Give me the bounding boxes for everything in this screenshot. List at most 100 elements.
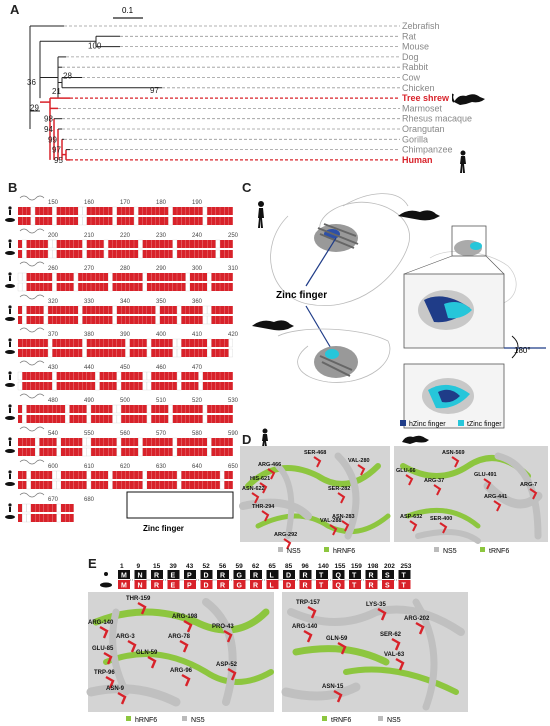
- alignment-cell: [48, 306, 53, 314]
- alignment-cell: [220, 339, 225, 347]
- alignment-cell: [147, 207, 152, 215]
- alignment-cell: [211, 240, 216, 248]
- ruler-number: 420: [228, 332, 239, 338]
- alignment-cell: [112, 349, 117, 357]
- alignment-cell: [121, 217, 126, 225]
- alignment-cell: [198, 217, 203, 225]
- legend-label: NS5: [191, 717, 205, 724]
- alignment-cell: [155, 438, 160, 446]
- human-icon-b-body: [9, 276, 11, 281]
- alignment-cell: [95, 283, 100, 291]
- alignment-cell: [39, 349, 44, 357]
- alignment-cell: [73, 282, 79, 292]
- alignment-cell: [30, 206, 36, 216]
- alignment-cell: [151, 273, 156, 281]
- alignment-cell: [39, 438, 44, 446]
- alignment-cell: [142, 339, 147, 347]
- ruler-number: 250: [228, 233, 239, 239]
- secondary-structure-helix: [19, 195, 45, 201]
- alignment-cell: [207, 437, 212, 447]
- ruler-number: 280: [120, 266, 131, 272]
- alignment-cell: [99, 306, 104, 314]
- alignment-cell: [116, 447, 122, 457]
- panel-label-a: A: [10, 2, 20, 17]
- ruler-number: 470: [192, 365, 203, 371]
- alignment-cell: [112, 414, 117, 424]
- alignment-cell: [129, 273, 134, 281]
- alignment-cell: [198, 481, 203, 489]
- alignment-cell: [194, 438, 199, 446]
- alignment-cell: [121, 438, 126, 446]
- alignment-cell: [43, 438, 48, 446]
- residue-label: ASP-52: [216, 662, 238, 668]
- alignment-cell: [164, 273, 169, 281]
- alignment-cell: [125, 415, 130, 423]
- alignment-cell: [22, 404, 27, 414]
- alignment-cell: [99, 471, 104, 479]
- alignment-cell: [65, 481, 70, 489]
- alignment-cell: [73, 372, 78, 380]
- alignment-cell: [151, 316, 156, 324]
- alignment-cell: [78, 206, 83, 216]
- alignment-cell: [147, 316, 152, 324]
- alignment-cell: [108, 349, 113, 357]
- alignment-cell: [134, 448, 139, 456]
- alignment-cell: [194, 405, 199, 413]
- alignment-cell: [22, 372, 27, 380]
- alignment-cell: [159, 273, 164, 281]
- alignment-cell: [185, 405, 190, 413]
- residue-label: THR-294: [252, 504, 275, 510]
- alignment-cell: [151, 349, 156, 357]
- ruler-number: 520: [192, 398, 203, 404]
- residue-cell-human: [266, 570, 279, 579]
- ruler-number: 200: [48, 233, 59, 239]
- alignment-cell: [207, 217, 212, 225]
- alignment-cell: [121, 339, 126, 347]
- alignment-cell: [43, 240, 48, 248]
- alignment-cell: [159, 306, 164, 314]
- alignment-cell: [190, 372, 195, 380]
- alignment-cell: [17, 381, 23, 391]
- alignment-cell: [61, 273, 66, 281]
- alignment-cell: [159, 471, 164, 479]
- human-icon: [460, 150, 466, 173]
- residue-cell-human: [118, 570, 130, 579]
- alignment-cell: [121, 415, 126, 423]
- alignment-cell: [56, 405, 61, 413]
- alignment-cell: [112, 372, 117, 380]
- ruler-number: 350: [156, 299, 167, 305]
- legend-swatch: [322, 716, 327, 721]
- scale-bar-label: 0.1: [122, 6, 134, 15]
- alignment-cell: [17, 371, 23, 381]
- alignment-cell: [172, 239, 178, 249]
- alignment-cell: [181, 415, 186, 423]
- alignment-cell: [48, 438, 53, 446]
- alignment-cell: [108, 382, 113, 390]
- alignment-cell: [168, 372, 173, 380]
- alignment-cell: [211, 405, 216, 413]
- alignment-cell: [104, 273, 109, 281]
- alignment-cell: [207, 338, 212, 348]
- residue-position: 96: [302, 563, 310, 570]
- alignment-cell: [142, 415, 147, 423]
- residue-position: 15: [153, 563, 161, 570]
- alignment-cell: [65, 382, 70, 390]
- alignment-cell: [35, 207, 40, 215]
- alignment-cell: [211, 372, 216, 380]
- alignment-cell: [48, 415, 53, 423]
- alignment-cell: [18, 349, 23, 357]
- alignment-cell: [91, 415, 96, 423]
- alignment-cell: [43, 382, 48, 390]
- alignment-cell: [202, 438, 207, 446]
- alignment-cell: [198, 283, 203, 291]
- alignment-cell: [112, 471, 117, 479]
- alignment-cell: [134, 339, 139, 347]
- human-icon-b-body: [9, 210, 11, 215]
- alignment-cell: [194, 339, 199, 347]
- residue-sidechain: [377, 607, 387, 621]
- alignment-cell: [164, 217, 169, 225]
- residue-label: ARG-140: [88, 620, 114, 626]
- alignment-cell: [134, 415, 139, 423]
- alignment-cell: [116, 349, 121, 357]
- residue-sidechain: [179, 639, 189, 653]
